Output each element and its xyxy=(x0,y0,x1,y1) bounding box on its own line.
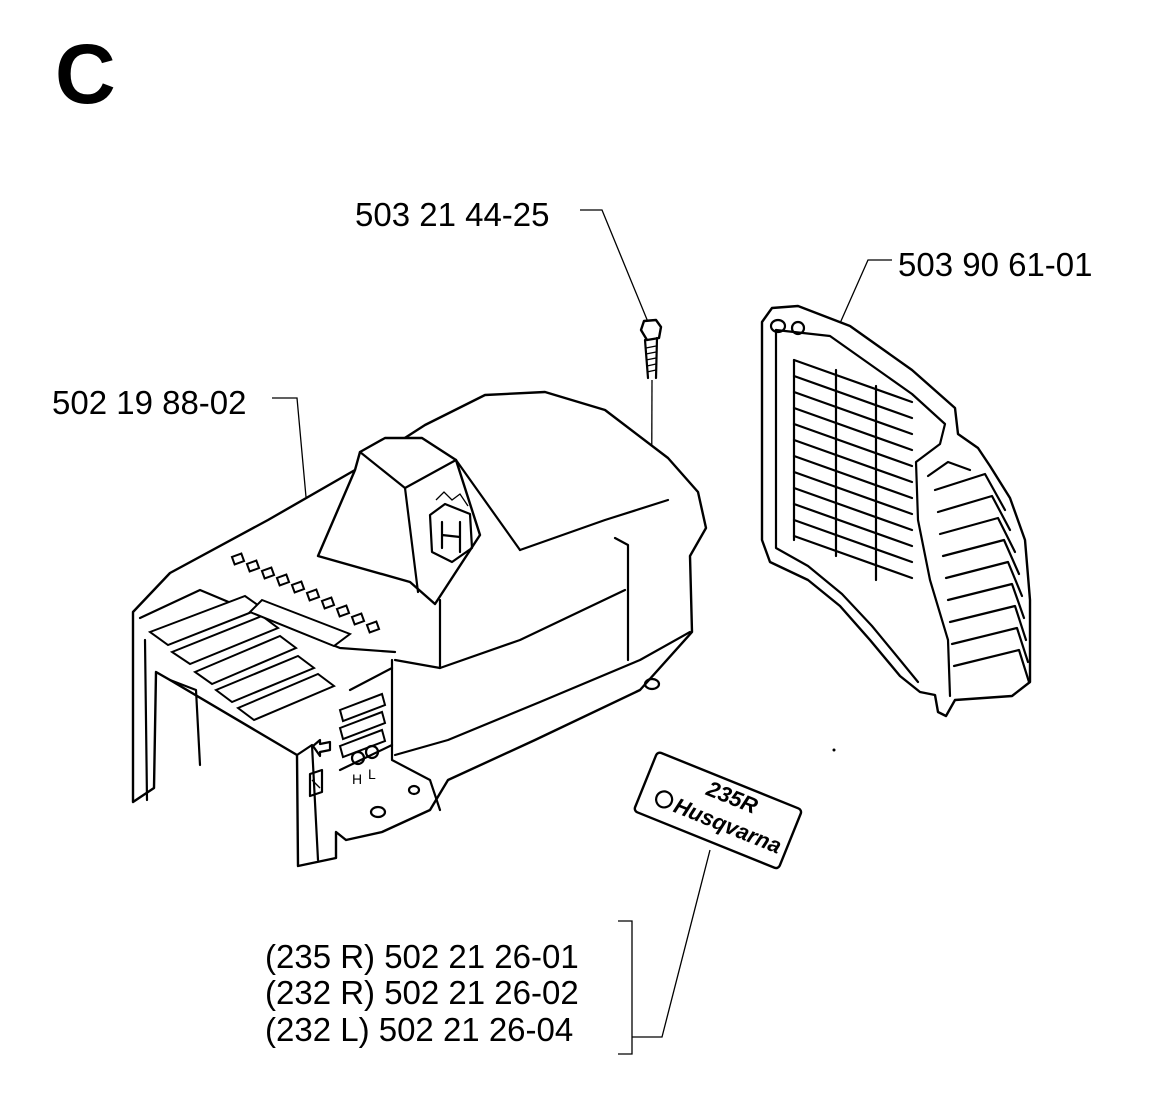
leader-lines xyxy=(272,209,892,1055)
leader-grille xyxy=(836,259,892,331)
label-decal-232l: (232 L) 502 21 26-04 xyxy=(265,1011,573,1048)
leader-screw xyxy=(580,209,649,323)
grille-side-bars xyxy=(933,472,1031,684)
cover-h-mark: H xyxy=(352,771,362,787)
air-grille-part xyxy=(760,304,1032,718)
engine-cover-part: H L xyxy=(131,390,708,868)
label-grille: 503 90 61-01 xyxy=(898,246,1093,283)
cover-vents xyxy=(147,552,381,722)
stray-dot xyxy=(832,748,836,752)
section-letter: C xyxy=(55,27,116,121)
label-decal-235r: (235 R) 502 21 26-01 xyxy=(265,938,579,975)
label-screw: 503 21 44-25 xyxy=(355,196,550,233)
label-cover: 502 19 88-02 xyxy=(52,384,247,421)
leader-cover xyxy=(272,397,307,498)
cover-l-mark: L xyxy=(368,766,376,782)
decal-bracket xyxy=(618,920,633,1055)
grille-bars xyxy=(792,358,914,582)
label-decal-232r: (232 R) 502 21 26-02 xyxy=(265,974,579,1011)
decal-part: 235R Husqvarna xyxy=(633,751,803,870)
leader-decal xyxy=(632,849,711,1038)
